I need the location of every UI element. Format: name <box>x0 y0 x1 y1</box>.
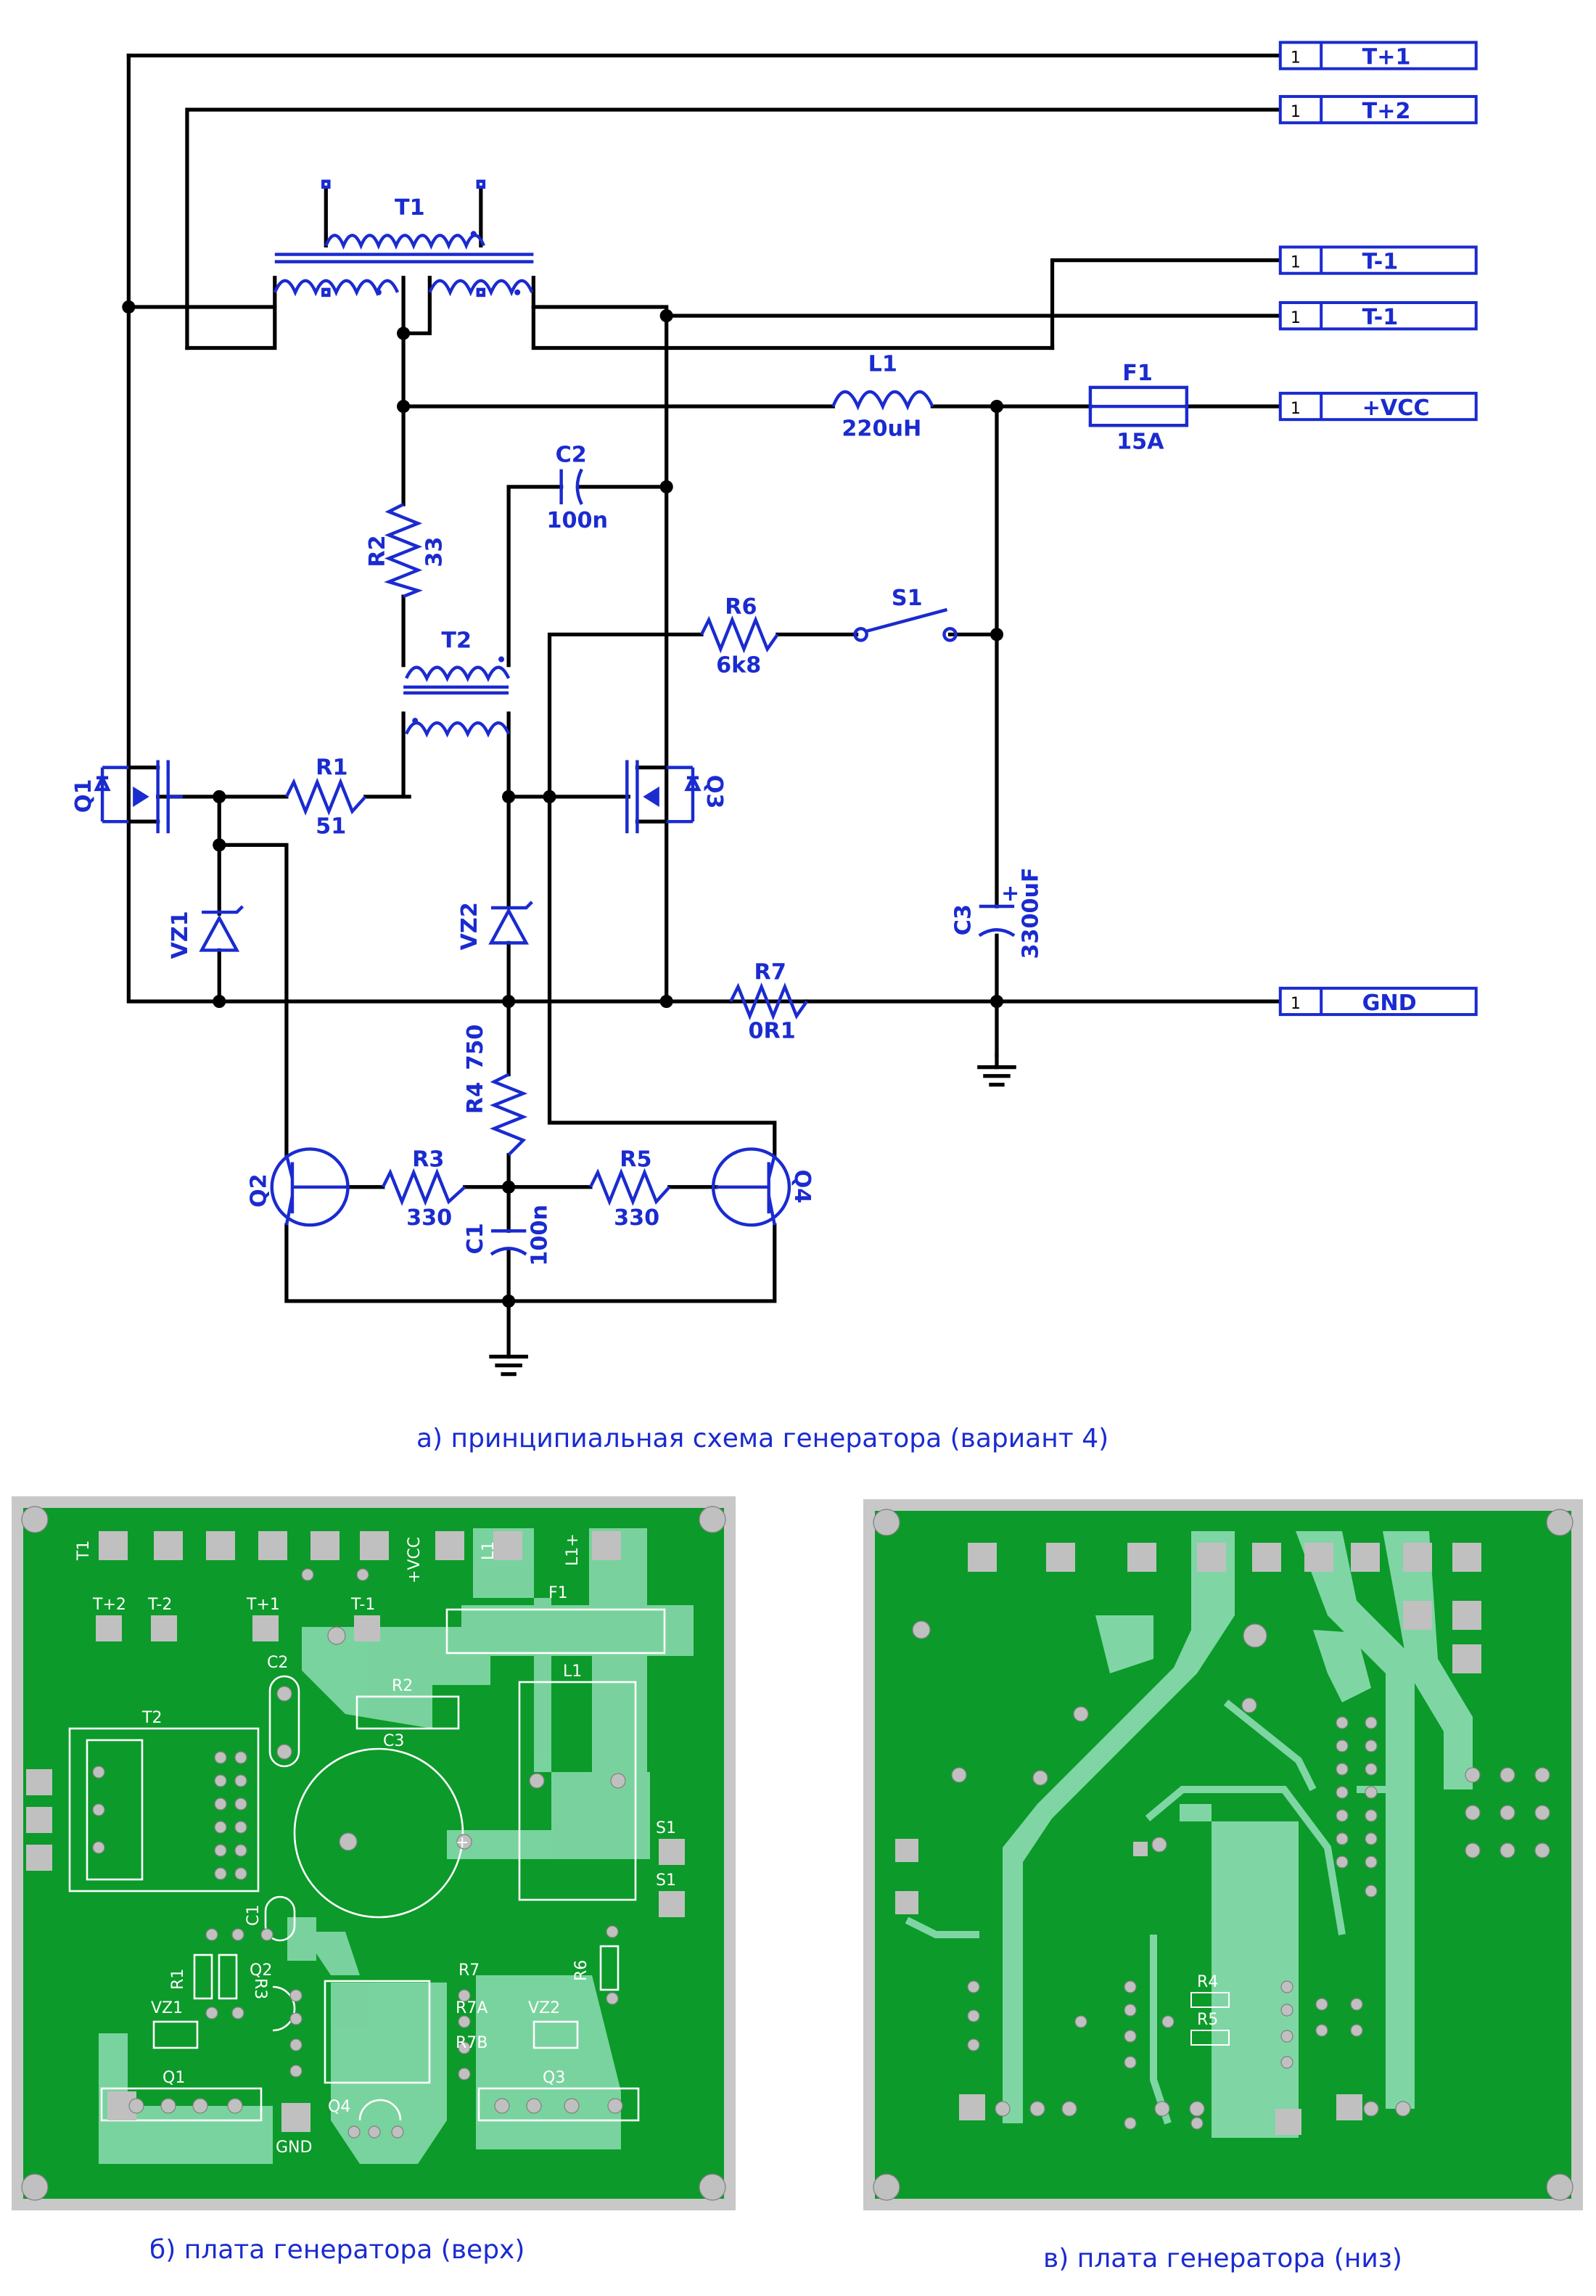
pcb-top-label-R3: R3 <box>251 1978 269 1999</box>
label-R3-value: 330 <box>406 1205 452 1231</box>
caption-pcb-top: б) плата генератора (верх) <box>149 2235 525 2265</box>
pcb-top-label-T1: T1 <box>75 1541 93 1561</box>
connector-2: 1 T-1 <box>1278 245 1478 275</box>
pcb-top-label-F1: F1 <box>548 1584 568 1602</box>
label-R1-value: 51 <box>316 813 346 839</box>
label-F1-value: 15A <box>1116 429 1164 454</box>
label-F1: F1 <box>1122 361 1153 386</box>
label-Q4: Q4 <box>789 1170 815 1204</box>
pcb-top-label-L1: L1 <box>480 1541 498 1560</box>
pcb-top-label-T+1: T+1 <box>246 1596 280 1614</box>
pcb-top-label-S1a: S1 <box>656 1819 676 1837</box>
connector-pin: 1 <box>1291 994 1301 1013</box>
label-R1: R1 <box>316 755 347 781</box>
pcb-top-label-R7B: R7B <box>456 2034 488 2052</box>
label-R6: R6 <box>725 594 757 620</box>
pcb-top-label-S1b: S1 <box>656 1871 676 1890</box>
label-VZ2: VZ2 <box>457 902 482 950</box>
pcb-top-label-C1: C1 <box>244 1905 263 1926</box>
pcb-bottom-label-R5: R5 <box>1197 2011 1218 2029</box>
pcb-top-label-GND: GND <box>276 2139 312 2157</box>
label-C3-value: 3300uF <box>1018 867 1043 959</box>
connector-1: 1 T+2 <box>1278 94 1478 125</box>
label-R2: R2 <box>365 535 390 567</box>
pcb-top-label-R7A: R7A <box>456 1999 488 2017</box>
pcb-top-label-Q4: Q4 <box>328 2098 350 2116</box>
pcb-top-label-T-1: T-1 <box>350 1596 375 1614</box>
label-R5-value: 330 <box>614 1205 659 1231</box>
label-Q3: Q3 <box>702 775 727 809</box>
pcb-bottom-label-R4: R4 <box>1197 1973 1218 1991</box>
pcb-top-label-VCC: +VCC <box>406 1537 424 1583</box>
label-L1: L1 <box>868 352 897 377</box>
label-R2-value: 33 <box>421 537 447 567</box>
label-VZ1: VZ1 <box>168 911 193 959</box>
pcb-top-label-Q2: Q2 <box>250 1961 272 1980</box>
connector-4: 1 +VCC <box>1278 391 1478 422</box>
connector-pin: 1 <box>1291 102 1301 121</box>
label-T1: T1 <box>395 195 425 221</box>
connector-pin: 1 <box>1291 399 1301 418</box>
pcb-top-label-Q1: Q1 <box>163 2069 185 2087</box>
label-R7-value: 0R1 <box>749 1018 796 1044</box>
pcb-top-label-R2: R2 <box>392 1677 413 1695</box>
pcb-top-label-L1plus: L1+ <box>564 1533 582 1566</box>
label-S1: S1 <box>892 586 923 611</box>
connector-label: +VCC <box>1362 395 1430 421</box>
connector-pin: 1 <box>1291 49 1301 67</box>
label-R6-value: 6k8 <box>716 653 761 678</box>
label-L1-value: 220uH <box>842 416 921 441</box>
label-C3-plus: + <box>1001 881 1019 906</box>
label-C3: C3 <box>951 904 976 935</box>
label-T2: T2 <box>441 628 472 653</box>
label-R4-value: 750 <box>463 1025 488 1070</box>
caption-schematic: а) принципиальная схема генератора (вари… <box>416 1424 1109 1454</box>
connector-label: T-1 <box>1362 305 1399 330</box>
label-Q2: Q2 <box>247 1173 272 1208</box>
pcb-top-label-T-2: T-2 <box>147 1596 172 1614</box>
connector-label: T+1 <box>1362 45 1411 70</box>
pcb-top-label-C3-plus: + <box>456 1834 469 1852</box>
pcb-bottom-board: R4 R5 <box>863 1499 1583 2210</box>
label-C2: C2 <box>556 443 587 468</box>
pcb-top-label-VZ2: VZ2 <box>528 1999 560 2017</box>
label-R4: R4 <box>463 1082 488 1114</box>
connector-pin: 1 <box>1291 308 1301 327</box>
pcb-top-label-C3: C3 <box>383 1732 404 1750</box>
pcb-top-label-L1b: L1 <box>563 1662 582 1681</box>
connector-3: 1 T-1 <box>1278 300 1478 331</box>
pcb-top-label-C2: C2 <box>267 1654 288 1672</box>
label-R7: R7 <box>754 960 786 985</box>
pcb-top-label-VZ1: VZ1 <box>151 1999 183 2017</box>
connector-label: GND <box>1362 991 1417 1016</box>
label-R3: R3 <box>412 1147 444 1173</box>
pcb-top-label-Q3: Q3 <box>543 2069 565 2087</box>
pcb-top-label-R7: R7 <box>458 1961 480 1980</box>
pcb-top-label-R1: R1 <box>169 1969 187 1990</box>
pcb-top-label-T2: T2 <box>141 1709 162 1727</box>
connector-0: 1 T+1 <box>1278 41 1478 70</box>
pcb-top-board: T1 +VCC L1 L1+ T+2 T-2 T+1 T-1 F1 C2 R2 … <box>12 1496 736 2210</box>
pcb-top-label-R6: R6 <box>572 1960 591 1981</box>
label-C2-value: 100n <box>546 508 608 533</box>
connector-5: 1 GND <box>1278 986 1478 1017</box>
label-C1: C1 <box>463 1223 488 1254</box>
connector-label: T+2 <box>1362 99 1411 124</box>
connector-label: T-1 <box>1362 250 1399 275</box>
pcb-top-label-T+2: T+2 <box>92 1596 126 1614</box>
label-Q1: Q1 <box>71 779 96 813</box>
label-R5: R5 <box>620 1147 651 1173</box>
connector-pin: 1 <box>1291 253 1301 272</box>
caption-pcb-bottom: в) плата генератора (низ) <box>1043 2244 1402 2274</box>
label-C1-value: 100n <box>527 1205 552 1266</box>
